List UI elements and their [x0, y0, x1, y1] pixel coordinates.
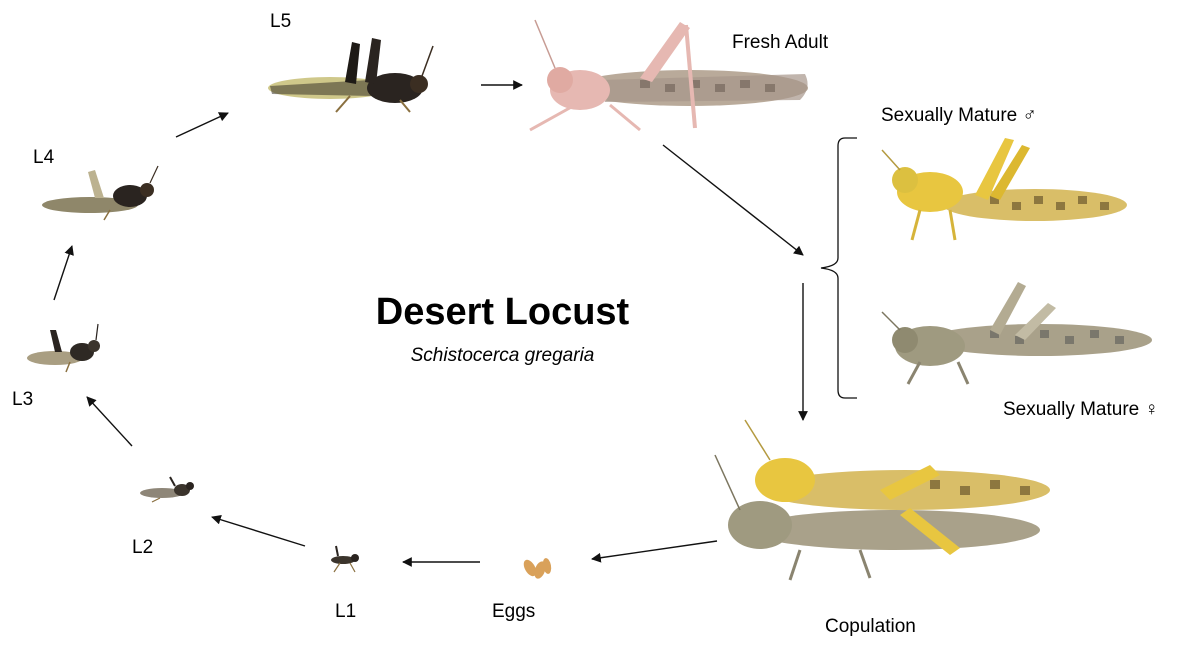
diagram-title: Desert Locust [0, 293, 1005, 331]
arrow-l1-to-l2 [212, 517, 305, 546]
l2-nymph-image [140, 477, 194, 502]
l5-nymph-image [268, 38, 433, 112]
label-eggs: Eggs [492, 602, 535, 621]
label-fresh-adult: Fresh Adult [732, 33, 828, 52]
arrow-l4-to-l5 [176, 113, 228, 137]
label-copulation: Copulation [825, 617, 916, 636]
arrow-copulation-to-eggs [592, 541, 717, 559]
arrow-fresh-adult-to-mature [663, 145, 803, 255]
label-l2: L2 [132, 538, 153, 557]
l1-nymph-image [331, 546, 359, 572]
label-sexually-mature-male: Sexually Mature ♂ [881, 106, 1037, 125]
eggs-image [521, 557, 552, 580]
label-sexually-mature-female: Sexually Mature ♀ [1003, 400, 1159, 419]
label-l5: L5 [270, 12, 291, 31]
copulation-image [715, 420, 1050, 580]
mature-male-image [882, 138, 1127, 240]
l4-nymph-image [42, 166, 158, 220]
label-l4: L4 [33, 148, 54, 167]
diagram-subtitle: Schistocerca gregaria [0, 346, 1005, 365]
label-l1: L1 [335, 602, 356, 621]
label-l3: L3 [12, 390, 33, 409]
arrow-l2-to-l3 [87, 397, 132, 446]
arrow-l3-to-l4 [54, 246, 72, 300]
